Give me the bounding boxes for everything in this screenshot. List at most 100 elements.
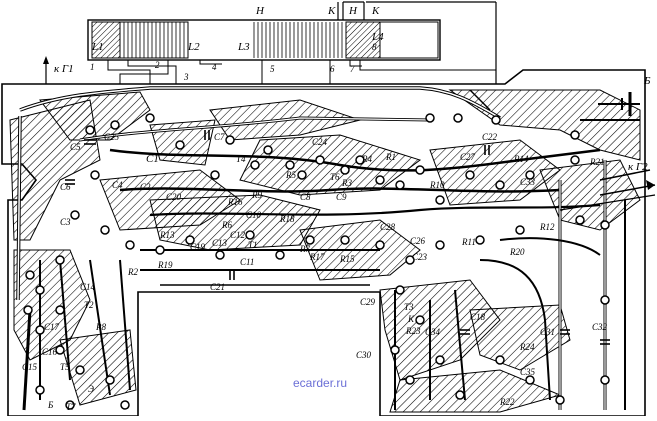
label-r23: R23 bbox=[405, 326, 421, 336]
pin-1: 1 bbox=[90, 62, 95, 72]
label-t4: T4 bbox=[236, 154, 246, 164]
label-c17: C17 bbox=[44, 322, 60, 332]
pin-6: 6 bbox=[330, 64, 335, 74]
coil-l1-winding bbox=[91, 21, 121, 59]
component-labels: C1 C2 C3 C4 C5 C6 C7 C8 C9 C10 C11 C12 C… bbox=[22, 132, 608, 412]
label-r15: R15 bbox=[339, 254, 355, 264]
label-r21: R21 bbox=[589, 157, 605, 167]
label-c30: C30 bbox=[356, 350, 372, 360]
label-c1: C1 bbox=[146, 153, 159, 165]
label-r13: R13 bbox=[159, 230, 175, 240]
label-c16: C16 bbox=[42, 347, 58, 357]
coil-block: L1 L2 L3 L4 Н К Н К 1 2 3 4 5 6 7 8 bbox=[87, 1, 497, 130]
coil-l4-winding bbox=[345, 21, 381, 59]
label-r7: R7 bbox=[299, 244, 310, 254]
coil-l2-winding bbox=[119, 21, 189, 59]
label-c14: C14 bbox=[80, 282, 96, 292]
label-t3: T3 bbox=[404, 302, 414, 312]
label-c7: C7 bbox=[214, 132, 225, 142]
label-r5: R5 bbox=[285, 170, 296, 180]
label-c28: C28 bbox=[380, 222, 396, 232]
label-c32: C32 bbox=[592, 322, 608, 332]
label-c22: C22 bbox=[482, 132, 498, 142]
label-r1: R1 bbox=[385, 152, 396, 162]
pin-5: 5 bbox=[270, 64, 275, 74]
coil-label-l3: L3 bbox=[237, 41, 250, 53]
label-r2: R2 bbox=[127, 267, 138, 277]
coil-label-l4: L4 bbox=[371, 31, 384, 43]
label-r24: R24 bbox=[519, 342, 535, 352]
label-c25: C25 bbox=[104, 132, 120, 142]
label-c27: C27 bbox=[460, 152, 476, 162]
label-c23: C23 bbox=[412, 252, 428, 262]
label-t1: T1 bbox=[248, 240, 258, 250]
watermark: ecarder.ru bbox=[293, 376, 348, 390]
traces bbox=[16, 86, 656, 411]
battery-label: Б bbox=[643, 75, 651, 87]
label-c31: C31 bbox=[540, 327, 555, 337]
antenna-left-label: к Г1 bbox=[54, 63, 74, 75]
coil-label-l2: L2 bbox=[187, 41, 200, 53]
label-c21: C21 bbox=[210, 282, 225, 292]
label-c33: C33 bbox=[520, 177, 536, 187]
label-r16: R16 bbox=[227, 197, 243, 207]
label-c11: C11 bbox=[240, 257, 254, 267]
label-c15: C15 bbox=[22, 362, 38, 372]
top-letter-h1: Н bbox=[255, 5, 265, 17]
coil-label-l1: L1 bbox=[91, 41, 104, 53]
label-c8: C8 bbox=[300, 192, 311, 202]
label-t5: T5 bbox=[60, 362, 70, 372]
antenna-left: к Г1 bbox=[43, 56, 74, 90]
label-r8: R8 bbox=[95, 322, 106, 332]
pin-4: 4 bbox=[212, 62, 217, 72]
pin-2: 2 bbox=[155, 60, 160, 70]
label-t7: T7 bbox=[66, 402, 76, 412]
pads bbox=[23, 113, 610, 410]
label-c5: C5 bbox=[70, 142, 81, 152]
antenna-right: к Г2 bbox=[628, 161, 655, 190]
label-c19: C19 bbox=[190, 242, 206, 252]
label-c4: C4 bbox=[112, 180, 123, 190]
label-e: Э bbox=[88, 384, 94, 394]
label-c24: C24 bbox=[312, 137, 328, 147]
label-k: К bbox=[407, 314, 415, 324]
label-r12: R12 bbox=[539, 222, 555, 232]
battery-symbol: Б bbox=[598, 75, 651, 116]
label-r17: R17 bbox=[309, 252, 325, 262]
label-c6: C6 bbox=[60, 182, 71, 192]
label-r4: R4 bbox=[361, 154, 372, 164]
label-r18: R18 bbox=[279, 214, 295, 224]
label-r22: R22 bbox=[499, 397, 515, 407]
label-c34: C34 bbox=[425, 327, 441, 337]
label-c20: C20 bbox=[166, 192, 182, 202]
label-c3: C3 bbox=[60, 217, 71, 227]
label-r6: R6 bbox=[221, 220, 232, 230]
label-r19: R19 bbox=[157, 260, 173, 270]
label-t2: T2 bbox=[84, 300, 94, 310]
label-c35: C35 bbox=[520, 367, 536, 377]
label-c26: C26 bbox=[410, 236, 426, 246]
label-r9: R9 bbox=[251, 190, 262, 200]
label-r3: R3 bbox=[341, 178, 352, 188]
label-c29: C29 bbox=[360, 297, 376, 307]
label-c13: C13 bbox=[212, 238, 228, 248]
top-letter-k2: К bbox=[371, 5, 380, 17]
label-r11: R11 bbox=[461, 237, 476, 247]
label-b: Б bbox=[47, 400, 54, 410]
label-r14: R14 bbox=[513, 154, 529, 164]
label-r20: R20 bbox=[509, 247, 525, 257]
pin-7: 7 bbox=[350, 64, 355, 74]
top-letter-h2: Н bbox=[348, 5, 358, 17]
antenna-right-label: к Г2 bbox=[628, 161, 648, 173]
label-t6: T6 bbox=[330, 172, 340, 182]
label-c10: C10 bbox=[246, 210, 262, 220]
label-r10: R10 bbox=[429, 180, 445, 190]
label-c18: C18 bbox=[470, 312, 486, 322]
label-c12: C12 bbox=[230, 230, 246, 240]
label-c2: C2 bbox=[140, 182, 151, 192]
pin-3: 3 bbox=[183, 72, 189, 82]
capacitors bbox=[65, 130, 610, 345]
pin-8: 8 bbox=[372, 42, 377, 52]
